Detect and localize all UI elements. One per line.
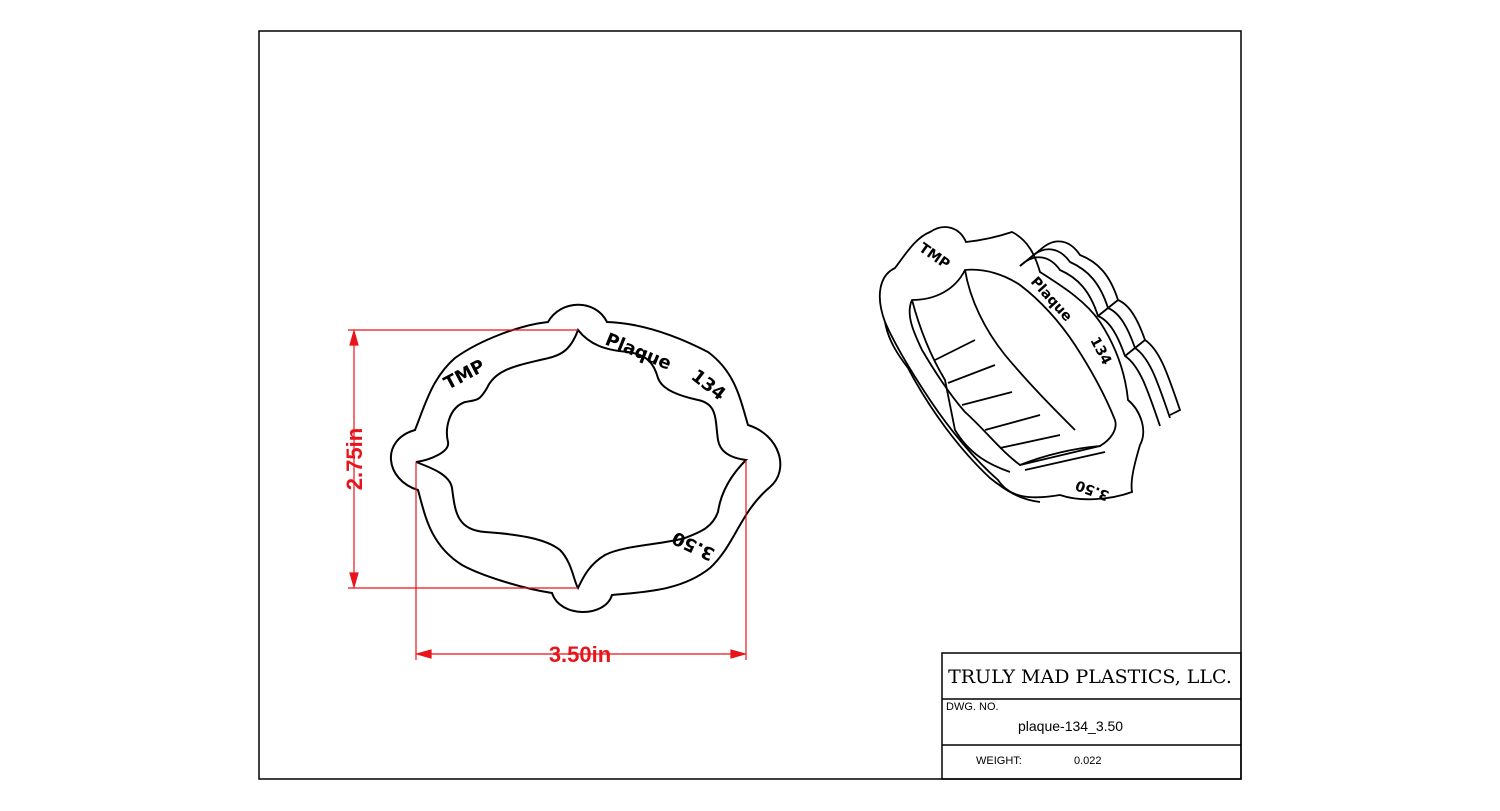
iso-wall-back — [964, 269, 1076, 431]
iso-outer-outline — [878, 226, 1145, 501]
iso-wall-left — [911, 299, 1011, 473]
height-dimension-label: 2.75in — [342, 428, 367, 490]
iso-emboss-brand: TMP — [916, 240, 953, 272]
height-dimension — [348, 328, 578, 590]
iso-inner-outline — [908, 268, 1117, 467]
sheet-border — [258, 30, 1242, 780]
dwg-no-label: DWG. NO. — [946, 701, 999, 713]
dwg-no-value: plaque-134_3.50 — [1018, 718, 1123, 734]
title-block — [941, 652, 1242, 780]
front-view — [389, 303, 782, 613]
front-outer-outline — [389, 303, 782, 613]
iso-emboss-name: Plaque — [1027, 274, 1075, 325]
emboss-size: 3.50 — [669, 527, 718, 565]
company-name: TRULY MAD PLASTICS, LLC. — [948, 666, 1232, 688]
emboss-name: Plaque — [602, 329, 674, 374]
iso-back-rim — [1039, 240, 1182, 416]
isometric-view — [878, 226, 1182, 503]
weight-value: 0.022 — [1074, 755, 1102, 767]
weight-label: WEIGHT: — [976, 755, 1022, 767]
emboss-brand: TMP — [440, 356, 488, 395]
iso-outer-lower — [884, 321, 1041, 503]
width-dimension — [414, 460, 748, 660]
width-dimension-label: 3.50in — [549, 642, 611, 667]
